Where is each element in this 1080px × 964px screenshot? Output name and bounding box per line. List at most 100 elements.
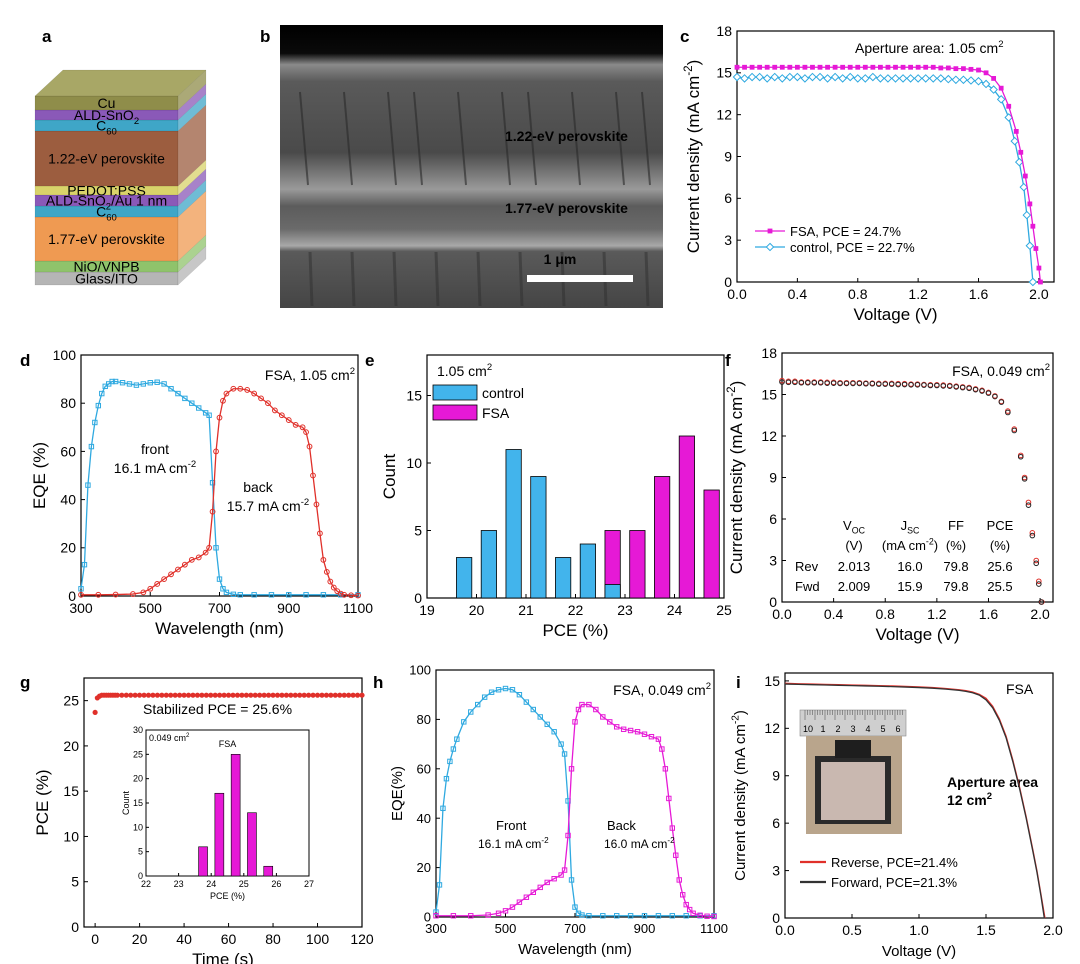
data-point [188,556,195,563]
data-point [558,872,564,878]
data-point [485,912,491,918]
y-tick-label: 15 [63,783,79,799]
x-tick-label: 23 [617,602,633,618]
substrate-line [308,251,314,307]
data-point [306,692,312,698]
y-tick-label: 15 [761,386,777,402]
data-point [940,383,947,389]
data-point [805,379,811,386]
data-point [436,882,443,888]
inset-x-tick-label: 25 [239,879,249,889]
bar [703,489,720,599]
data-point [921,382,927,388]
data-point [488,689,495,695]
data-point [1029,530,1036,536]
data-point [78,591,84,598]
x-tick-label: 500 [495,921,517,936]
data-point [861,74,870,83]
scale-bar [527,275,633,282]
x-tick-label: 22 [568,602,584,618]
data-point [666,795,672,802]
text-span: 2 [987,791,992,802]
substrate-line [644,251,650,307]
data-point [1019,182,1029,192]
data-point [78,586,84,592]
data-point [968,66,974,72]
data-point [320,556,327,563]
y-tick-label: 12 [764,720,780,736]
data-point [468,913,474,919]
data-point [297,692,303,698]
data-point [1022,173,1028,179]
text-span: 0.049 cm [149,733,186,743]
data-point [328,692,334,698]
x-tick-label: 100 [306,931,330,947]
text-span: 12 cm [947,792,987,808]
text-span: C [96,118,106,134]
data-point [203,692,209,698]
y-tick-label: 15 [764,673,780,689]
data-point [130,591,136,597]
table-cell: 25.5 [987,579,1012,594]
data-point [770,72,780,82]
data-point [217,692,223,698]
legend-label: control [482,385,524,401]
data-point [303,429,309,436]
y-tick-label: 18 [716,23,732,39]
data-point [230,692,236,698]
data-point [141,692,147,698]
data-point [669,913,675,919]
layer-label: 1.77-eV perovskite [48,231,165,247]
data-point [196,405,202,411]
front-label-h: Front [496,818,527,833]
data-point [81,561,88,568]
table-cell: 2.009 [838,579,871,594]
data-point [350,692,356,698]
data-point [216,576,223,582]
layer-side [177,168,207,207]
data-point [808,72,817,82]
data-point [292,421,299,428]
data-point [765,242,775,252]
data-point [355,592,361,599]
legend-label: FSA [482,405,510,421]
data-point [440,805,446,812]
text-span: FSA, 0.049 cm [952,363,1045,379]
data-point [161,381,167,387]
data-point [159,692,165,698]
data-point [755,72,764,82]
series-line [784,683,1045,919]
annotation-stabilized: Stabilized PCE = 25.6% [143,701,292,717]
x-tick-label: 2.0 [1030,606,1050,622]
data-point [461,719,467,725]
grain-boundary [615,91,625,186]
x-tick-label: 1.6 [979,606,999,622]
data-point [793,72,802,82]
text-span: 2 [706,681,711,692]
legend: FSA, PCE = 24.7%control, PCE = 22.7% [755,224,915,255]
y-tick-label: 80 [60,395,76,411]
data-point [190,692,196,698]
data-point [209,508,216,515]
data-point [869,380,876,387]
data-point [278,412,285,419]
inset-bar [230,754,241,877]
data-point [317,530,323,537]
data-point [516,692,523,698]
bar [629,530,646,599]
x-tick-label: 1.6 [969,286,989,302]
data-point [845,72,855,82]
data-point [734,64,740,70]
data-point [944,74,953,84]
table-header: VOC [843,518,866,536]
grain-boundary [457,91,467,186]
y-tick-label: 0 [68,588,76,604]
data-point [830,72,840,82]
data-point [223,390,230,397]
text-span: 60 [106,212,117,223]
data-point [523,894,530,900]
data-point [248,692,254,698]
bar [654,476,671,599]
